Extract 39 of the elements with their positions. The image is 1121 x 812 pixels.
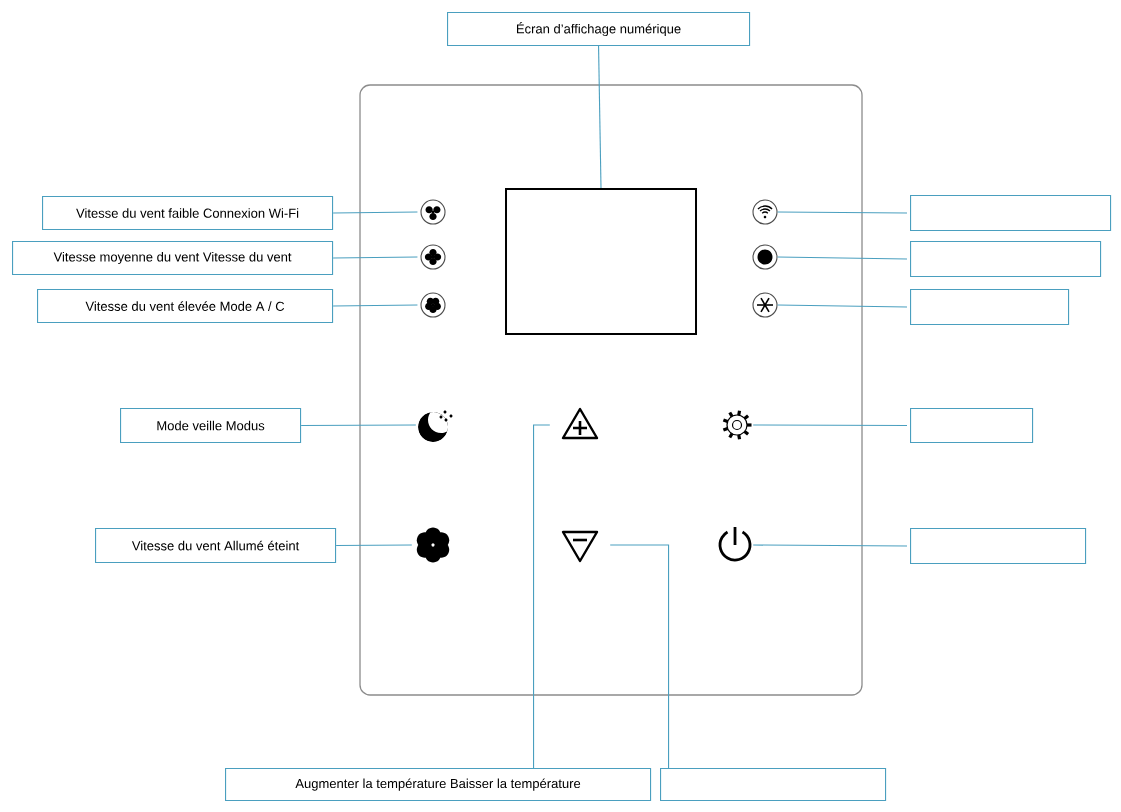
label-box: Vitesse du vent élevée Mode A / C [37, 289, 334, 324]
label-box: Écran d’affichage numérique [447, 12, 751, 47]
empty-label-box [910, 195, 1112, 232]
leader-line [332, 256, 418, 259]
power-icon [718, 527, 752, 562]
empty-label-box [910, 528, 1087, 565]
label-box: Vitesse moyenne du vent Vitesse du vent [12, 241, 334, 276]
leader-line [777, 211, 908, 214]
display-screen [505, 188, 697, 335]
leader-line [752, 424, 908, 427]
minus-triangle-icon [561, 530, 599, 563]
fan-icon [420, 292, 446, 318]
leader-line [777, 256, 908, 260]
label-box: Augmenter la température Baisser la température [225, 768, 652, 802]
plus-triangle-icon [561, 407, 599, 440]
moon-icon [418, 410, 453, 442]
fan-icon [420, 199, 446, 225]
leader-line [598, 45, 602, 189]
empty-label-box [910, 408, 1034, 444]
settings-icon [722, 410, 752, 440]
leader-line [752, 544, 908, 547]
label-box: Mode veille Modus [120, 408, 302, 444]
leader-line [533, 424, 551, 769]
snowflake-icon [752, 292, 778, 318]
leader-line [332, 304, 418, 307]
fan-icon [420, 244, 446, 270]
leader-line [777, 304, 908, 308]
round-icon [752, 244, 778, 270]
empty-label-box [660, 768, 887, 802]
leader-line [300, 424, 417, 427]
leader-line [609, 544, 670, 769]
leader-line [335, 544, 413, 547]
label-box: Vitesse du vent faible Connexion Wi-Fi [42, 196, 334, 231]
fan-icon [416, 527, 450, 563]
leader-line [332, 211, 418, 214]
wifi-icon [752, 199, 778, 225]
empty-label-box [910, 241, 1102, 278]
label-box: Vitesse du vent Allumé éteint [95, 528, 337, 564]
empty-label-box [910, 289, 1070, 326]
